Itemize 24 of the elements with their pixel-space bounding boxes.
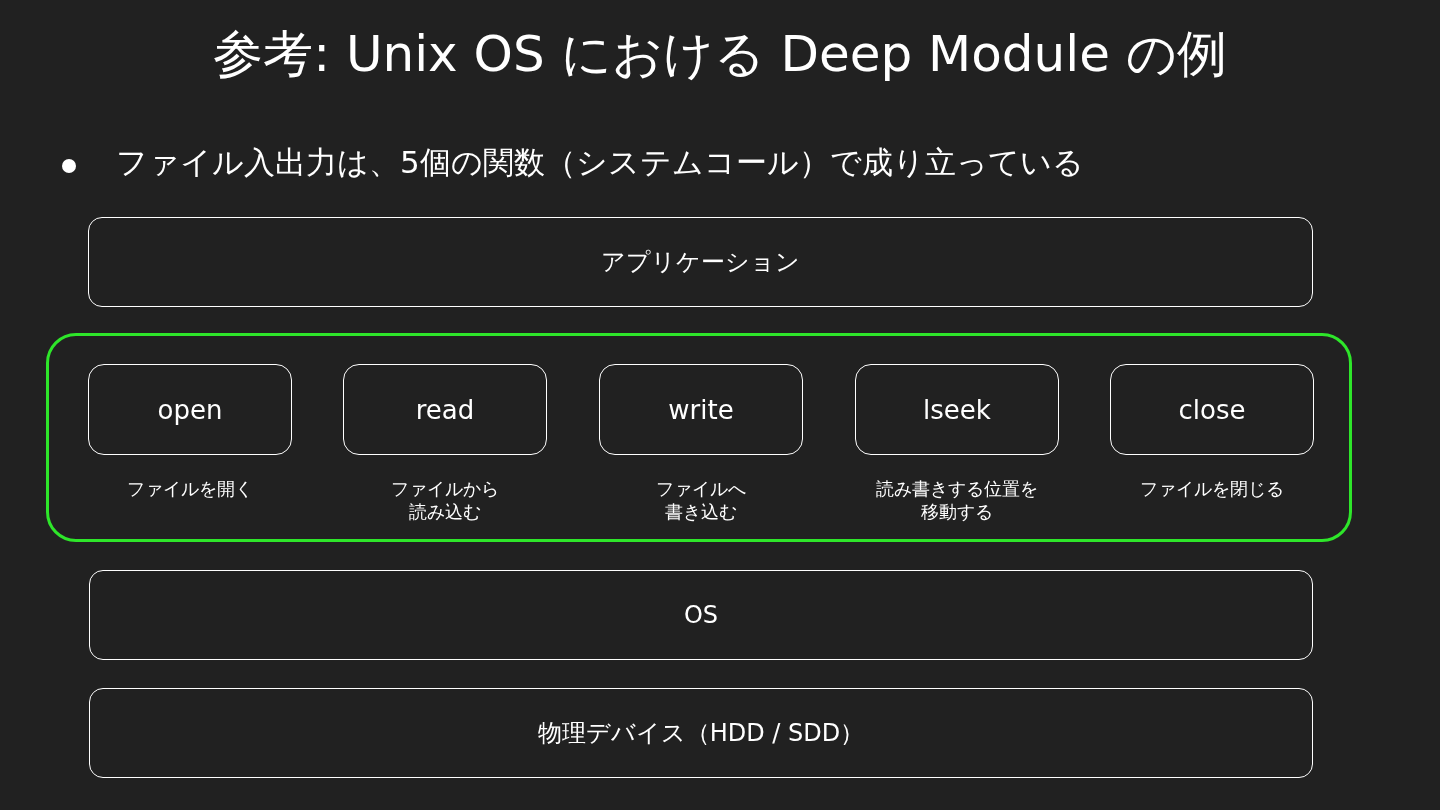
- description-text: ファイルへ書き込む: [655, 477, 747, 524]
- function-name: close: [1178, 394, 1246, 425]
- description-text: ファイルから読み込む: [390, 477, 500, 524]
- description-text: ファイルを閉じる: [1140, 477, 1284, 501]
- description-text: ファイルを開く: [127, 477, 253, 501]
- highlight-frame: [46, 333, 1352, 542]
- function-name: lseek: [923, 394, 991, 425]
- function-name: write: [668, 394, 734, 425]
- layer-box: [88, 217, 1313, 307]
- function-name: open: [157, 394, 223, 425]
- function-name: read: [415, 394, 475, 425]
- layer-box: [89, 570, 1313, 660]
- function-box: [343, 364, 547, 455]
- function-box: [855, 364, 1059, 455]
- function-box: [1110, 364, 1314, 455]
- bullet-text: ファイル入出力は、5個の関数（システムコール）で成り立っている: [116, 144, 1084, 182]
- layer-label: アプリケーション: [601, 247, 800, 278]
- function-box: [599, 364, 803, 455]
- layer-label: OS: [683, 601, 719, 629]
- layer-label: 物理デバイス（HDD / SDD）: [537, 718, 865, 749]
- slide-title: 参考: Unix OS における Deep Module の例: [213, 24, 1227, 84]
- layer-box: [89, 688, 1313, 778]
- function-box: [88, 364, 292, 455]
- description-text: 読み書きする位置を移動する: [875, 477, 1039, 524]
